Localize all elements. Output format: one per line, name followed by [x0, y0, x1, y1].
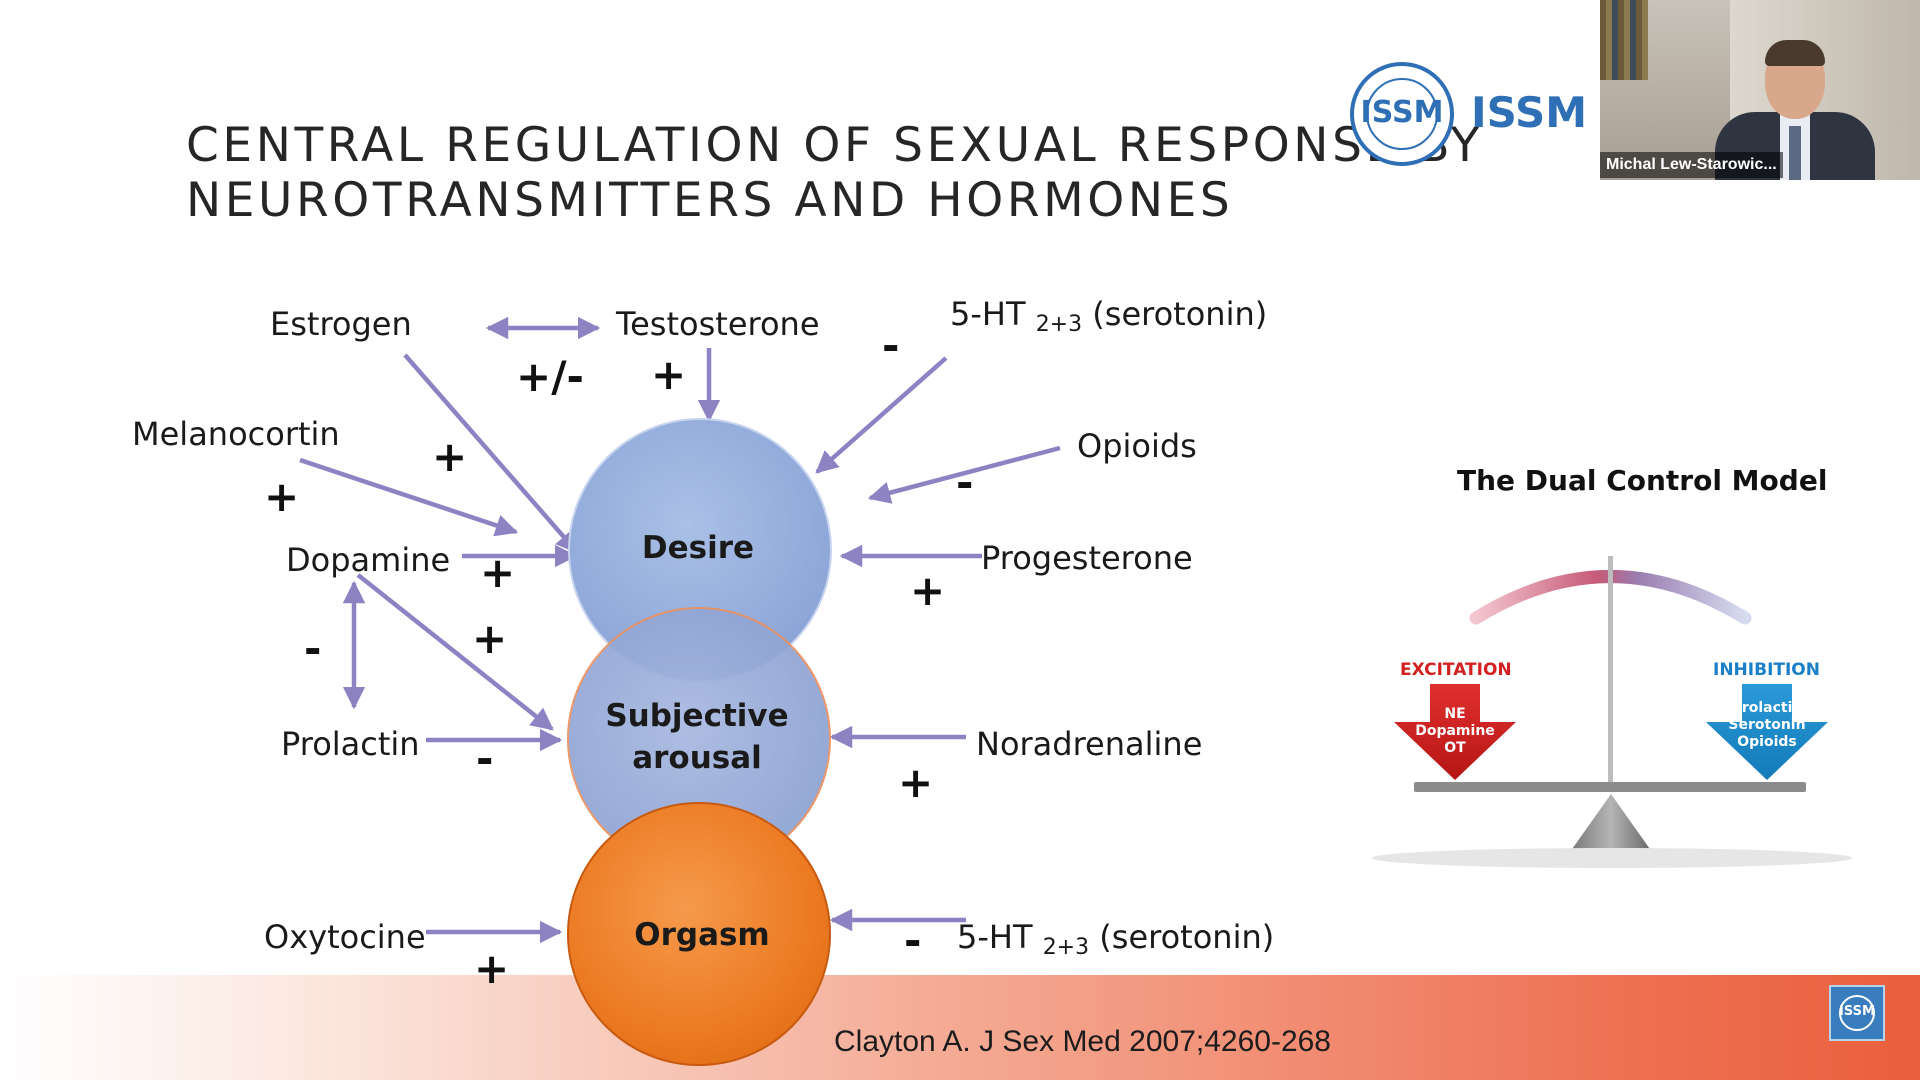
serotonin-bottom-suffix: (serotonin): [1099, 918, 1275, 956]
arousal-label: Subjective arousal: [567, 695, 827, 779]
scale-pivot: [1570, 794, 1652, 852]
sign-serotonin-top: -: [882, 321, 900, 370]
inhibition-item: Opioids: [1737, 734, 1797, 750]
label-serotonin-top: 5-HT 2+3 (serotonin): [950, 298, 1267, 336]
webcam-background-medals: [1600, 0, 1648, 80]
arousal-label-line1: Subjective: [605, 698, 789, 734]
serotonin-top-sub: 2+3: [1035, 312, 1083, 337]
label-melanocortin: Melanocortin: [132, 415, 340, 453]
issm-logo-mark: ISSM: [1360, 95, 1444, 130]
label-opioids: Opioids: [1077, 427, 1197, 465]
sign-melanocortin-a: +: [432, 432, 468, 481]
label-progesterone: Progesterone: [981, 539, 1193, 577]
sign-opioids: -: [956, 458, 974, 507]
slide-title-line2: NEUROTRANSMITTERS AND HORMONES: [186, 173, 1234, 228]
excitation-items: NE Dopamine OT: [1405, 706, 1505, 757]
issm-logo-ring: [1366, 78, 1438, 150]
label-estrogen: Estrogen: [270, 305, 412, 343]
excitation-label: EXCITATION: [1400, 660, 1512, 680]
issm-logo-icon: ISSM: [1350, 62, 1454, 166]
arousal-label-line2: arousal: [632, 740, 762, 776]
arrow-dopamine-arousal: [356, 573, 554, 731]
sign-testosterone: +: [651, 350, 687, 399]
sign-dopamine-arousal: +: [472, 614, 508, 663]
inhibition-item: Serotonin: [1728, 717, 1806, 733]
sign-oxytocine: +: [474, 944, 510, 993]
label-dopamine: Dopamine: [286, 541, 451, 579]
sign-progesterone: +: [910, 566, 946, 615]
orgasm-circle: [567, 802, 831, 1066]
label-prolactin: Prolactin: [281, 725, 420, 763]
dual-control-title: The Dual Control Model: [1457, 464, 1828, 497]
webcam-participant-name: Michal Lew-Starowic...: [1600, 152, 1783, 178]
inhibition-item: Prolactin: [1731, 700, 1803, 716]
webcam-person-hair: [1765, 40, 1825, 66]
webcam-person-tie: [1789, 126, 1801, 180]
slide-title: CENTRAL REGULATION OF SEXUAL RESPONSE BY…: [186, 118, 1483, 228]
issm-small-logo-mark: ISSM: [1839, 1004, 1875, 1019]
scale-shadow: [1372, 848, 1852, 868]
sign-serotonin-bottom: -: [904, 916, 922, 965]
scale-gauge-arc: [1469, 570, 1752, 625]
sign-melanocortin-b: +: [264, 472, 300, 521]
inhibition-label: INHIBITION: [1713, 660, 1820, 680]
orgasm-label: Orgasm: [634, 917, 770, 953]
desire-label: Desire: [641, 530, 755, 566]
citation: Clayton A. J Sex Med 2007;4260-268: [834, 1025, 1331, 1058]
serotonin-bottom-prefix: 5-HT: [957, 918, 1033, 956]
inhibition-items: Prolactin Serotonin Opioids: [1717, 700, 1817, 751]
serotonin-bottom-sub: 2+3: [1042, 935, 1090, 960]
sign-noradrenaline: +: [898, 758, 934, 807]
arrow-serotonin-desire: [815, 356, 948, 474]
sign-prolactin: -: [476, 734, 494, 783]
label-serotonin-bottom: 5-HT 2+3 (serotonin): [957, 921, 1274, 959]
serotonin-top-suffix: (serotonin): [1092, 295, 1268, 333]
excitation-item: Dopamine: [1415, 723, 1495, 739]
issm-small-logo-icon: ISSM: [1829, 985, 1885, 1041]
label-testosterone: Testosterone: [616, 305, 820, 343]
scale-beam: [1414, 782, 1806, 792]
scale-needle: [1608, 556, 1613, 784]
issm-small-logo-ring: [1839, 995, 1875, 1031]
serotonin-top-prefix: 5-HT: [950, 295, 1026, 333]
excitation-item: OT: [1444, 740, 1466, 756]
label-noradrenaline: Noradrenaline: [976, 725, 1203, 763]
footer-band: [0, 975, 1920, 1080]
slide-title-line1: CENTRAL REGULATION OF SEXUAL RESPONSE BY: [186, 118, 1483, 173]
label-oxytocine: Oxytocine: [264, 918, 426, 956]
arrow-melanocortin-desire: [299, 457, 519, 537]
sign-dopamine-prolactin: -: [304, 624, 322, 673]
sign-estrogen-testosterone: +/-: [516, 352, 584, 401]
excitation-item: NE: [1444, 706, 1466, 722]
sign-dopamine-desire: +: [480, 548, 516, 597]
webcam-thumbnail[interactable]: Michal Lew-Starowic...: [1600, 0, 1920, 180]
